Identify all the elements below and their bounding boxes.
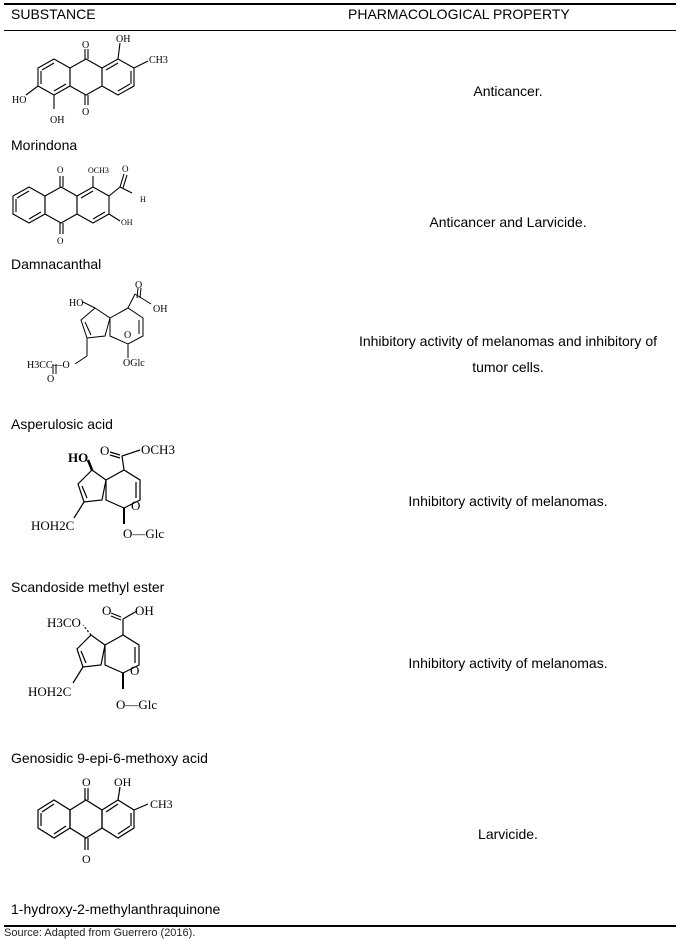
morindona-o-top: O <box>82 40 89 51</box>
damnacanthal-structure: O OCH3 O H OH O <box>12 164 146 246</box>
methylanthraquinone-o-bottom: O <box>82 852 91 866</box>
row-property-asperulosic-acid: Inhibitory activity of melanomas and inh… <box>358 333 658 375</box>
morindona-o-bottom: O <box>82 107 89 118</box>
row-name-scandoside-methyl-ester: Scandoside methyl ester <box>11 579 165 595</box>
asperulosic-oglc: OGlc <box>123 358 145 369</box>
genosidic-structure: H3CO O OH O HOH2C O—Glc <box>28 603 157 712</box>
asperulosic-oh: OH <box>153 304 167 315</box>
scandoside-oglc: O—Glc <box>123 526 164 541</box>
row-name-genosidic-acid: Genosidic 9-epi-6-methoxy acid <box>11 750 208 766</box>
scandoside-och3: OCH3 <box>141 442 175 457</box>
row-name-methylanthraquinone: 1-hydroxy-2-methylanthraquinone <box>11 901 221 917</box>
scandoside-structure: HO O OCH3 O HOH2C O—Glc <box>31 442 175 541</box>
damnacanthal-o-top: O <box>57 165 64 175</box>
header-rule <box>4 30 676 31</box>
damnacanthal-oh: OH <box>121 218 133 227</box>
genosidic-hoh2c: HOH2C <box>28 684 71 699</box>
morindona-ho: HO <box>12 95 26 106</box>
damnacanthal-h: H <box>140 195 146 204</box>
damnacanthal-o-bottom: O <box>57 236 64 246</box>
row-property-methylanthraquinone: Larvicide. <box>478 826 538 842</box>
asperulosic-o-carbonyl: O <box>47 374 54 385</box>
table-top-rule <box>4 3 676 5</box>
table-bottom-rule <box>4 925 676 927</box>
genosidic-h3co: H3CO <box>47 615 81 630</box>
row-property-damnacanthal: Anticancer and Larvicide. <box>429 214 587 230</box>
row-name-asperulosic-acid: Asperulosic acid <box>11 416 113 432</box>
asperulosic-structure: HO O OH O OGlc H3CC—O O <box>27 280 167 385</box>
row-property-morindona: Anticancer. <box>473 83 543 99</box>
genosidic-oh: OH <box>135 603 154 618</box>
source-note: Source: Adapted from Guerrero (2016). <box>4 927 196 939</box>
damnacanthal-o-ald: O <box>122 164 129 174</box>
row-name-morindona: Morindona <box>11 137 78 153</box>
genosidic-oglc: O—Glc <box>116 697 157 712</box>
scandoside-o-ring: O <box>131 498 140 513</box>
header-property: PHARMACOLOGICAL PROPERTY <box>348 6 570 22</box>
methylanthraquinone-structure: O OH CH3 O <box>37 775 173 866</box>
row-property-genosidic-acid: Inhibitory activity of melanomas. <box>408 655 608 671</box>
row-name-damnacanthal: Damnacanthal <box>11 256 102 272</box>
header-substance: SUBSTANCE <box>11 6 96 22</box>
genosidic-o-acid: O <box>102 603 111 618</box>
morindona-ch3: CH3 <box>149 55 168 66</box>
scandoside-hoh2c: HOH2C <box>31 518 74 533</box>
genosidic-o-ring: O <box>130 663 139 678</box>
methylanthraquinone-o-top: O <box>82 775 91 789</box>
morindona-structure: O OH CH3 HO OH O <box>12 34 168 126</box>
damnacanthal-och3: OCH3 <box>88 166 109 175</box>
asperulosic-acetyl: H3CC—O <box>27 360 70 371</box>
asperulosic-o-ring: O <box>124 330 131 341</box>
morindona-oh-top: OH <box>116 34 130 45</box>
asperulosic-o-acid: O <box>135 280 142 291</box>
methylanthraquinone-ch3: CH3 <box>150 797 173 811</box>
scandoside-o-ester: O <box>100 443 109 458</box>
methylanthraquinone-oh: OH <box>114 775 132 789</box>
row-property-scandoside-methyl-ester: Inhibitory activity of melanomas. <box>408 493 608 509</box>
scandoside-ho: HO <box>68 450 88 465</box>
morindona-oh-bottom: OH <box>50 115 64 126</box>
asperulosic-ho: HO <box>69 298 83 309</box>
